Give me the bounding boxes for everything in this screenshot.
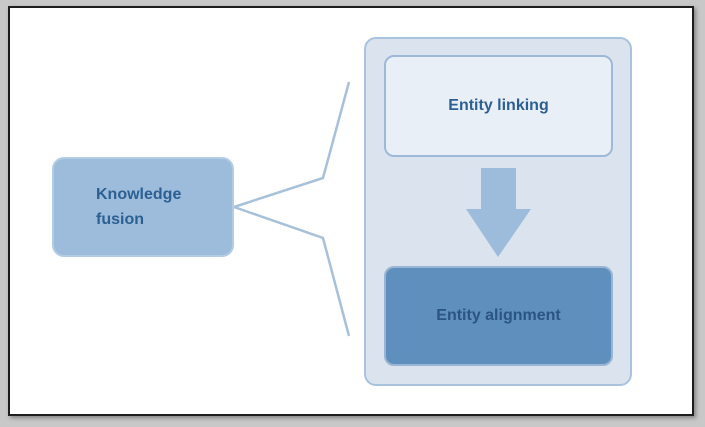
callout-bracket-lower [233,205,351,337]
callout-bracket-upper [233,81,351,209]
down-arrow-icon [466,168,531,257]
entity-linking-node: Entity linking [384,55,613,157]
knowledge-fusion-label-line1: Knowledge [96,186,182,203]
entity-linking-label: Entity linking [448,97,549,114]
knowledge-fusion-node: Knowledge fusion [52,157,234,257]
entity-alignment-node: Entity alignment [384,266,613,366]
knowledge-fusion-label-line2: fusion [96,211,144,228]
entity-alignment-label: Entity alignment [436,307,561,324]
